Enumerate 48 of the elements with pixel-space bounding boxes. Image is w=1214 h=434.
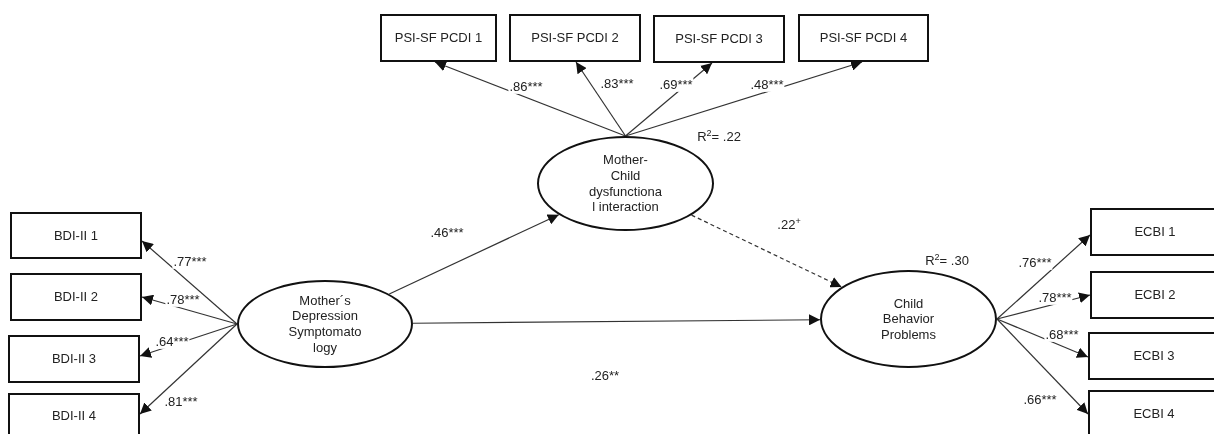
arrow [575, 61, 627, 137]
edge-label: .68*** [1044, 327, 1080, 343]
arrow [996, 318, 1089, 415]
indicator-box [10, 273, 142, 321]
arrow [141, 240, 238, 325]
edge-label: .48*** [749, 77, 785, 93]
indicator-name: ECBI 4 [1133, 406, 1175, 422]
indicator-box [798, 14, 929, 62]
edge-label: .77*** [172, 254, 208, 270]
indicator-box [1088, 390, 1214, 434]
variable-name: Mother- Child dysfunctiona l interaction [588, 152, 663, 215]
indicator-name: ECBI 1 [1134, 224, 1176, 240]
edge-label: .64*** [154, 334, 190, 350]
indicator-name: BDI-II 1 [53, 227, 99, 244]
indicator-box [10, 212, 142, 259]
indicator-name: PSI-SF PCDI 1 [394, 30, 483, 46]
indicator-name: BDI-II 3 [51, 351, 97, 367]
indicator-name: PSI-SF PCDI 3 [675, 31, 763, 47]
indicator-box [1088, 332, 1214, 380]
variable-name: Child Behavior Problems [880, 295, 937, 343]
indicator-box [1090, 208, 1214, 256]
indicator-box [8, 335, 140, 383]
arrow [624, 60, 863, 137]
indicator-name: ECBI 2 [1134, 287, 1176, 303]
indicator-box [1090, 271, 1214, 319]
indicator-name: BDI-II 4 [51, 408, 97, 424]
arrow [996, 318, 1089, 358]
arrow [412, 314, 821, 326]
edge-label: .86*** [508, 79, 544, 95]
edge-label: .76*** [1017, 255, 1053, 271]
indicator-box [653, 15, 785, 63]
edge-label: .69*** [658, 77, 694, 93]
arrow [996, 234, 1091, 320]
indicator-name: PSI-SF PCDI 2 [531, 30, 619, 46]
arrow [141, 294, 238, 325]
indicator-box [380, 14, 497, 62]
indicator-box [509, 14, 641, 62]
arrow [690, 214, 843, 288]
edge-label: .78*** [165, 292, 201, 308]
indicator-name: BDI-II 2 [53, 289, 99, 305]
indicator-box [8, 393, 140, 434]
variable-name: Mother´s Depression Symptomato logy [287, 292, 363, 356]
indicator-name: ECBI 3 [1133, 348, 1175, 364]
edge-label: .78*** [1037, 290, 1073, 306]
indicator-name: PSI-SF PCDI 4 [819, 30, 908, 46]
arrow [434, 60, 627, 137]
arrow [388, 214, 560, 295]
arrow [139, 323, 238, 415]
